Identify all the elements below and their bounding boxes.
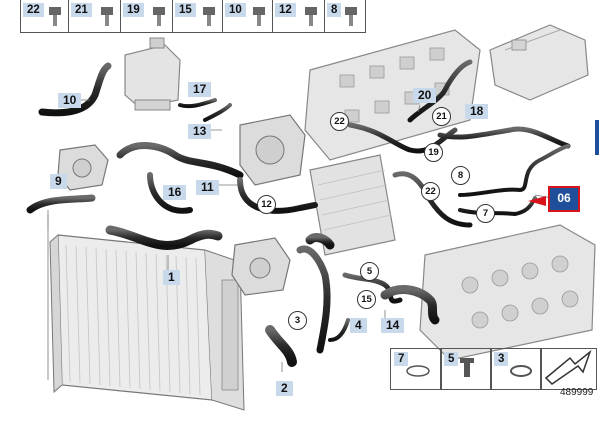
- callout-tag[interactable]: 17: [188, 82, 212, 97]
- callout-tag[interactable]: 16: [163, 185, 187, 200]
- callout-tag[interactable]: 9: [50, 174, 67, 189]
- top-legend-item[interactable]: 15: [172, 0, 224, 33]
- hose-clip-icon: [101, 7, 113, 26]
- spring-clamp-icon: [203, 7, 215, 26]
- thermostat-housing: [231, 237, 291, 296]
- callout-tag[interactable]: 11: [196, 180, 219, 195]
- highlight-tag[interactable]: 06: [548, 186, 580, 212]
- callout-tag[interactable]: 10: [58, 93, 82, 108]
- top-legend-label: 12: [275, 3, 296, 17]
- cable-holder-icon: [305, 7, 317, 26]
- callout-tag[interactable]: 13: [188, 124, 212, 139]
- circle-callout[interactable]: 5: [360, 262, 379, 281]
- top-legend-item[interactable]: 21: [68, 0, 122, 33]
- bottom-legend-label: 7: [394, 352, 409, 366]
- document-number: 489999: [560, 387, 594, 398]
- top-legend-item[interactable]: 22: [20, 0, 70, 33]
- clamp-icon: [406, 365, 430, 377]
- circle-callout[interactable]: 8: [451, 166, 470, 185]
- top-legend-label: 15: [175, 3, 196, 17]
- circle-callout[interactable]: 19: [424, 143, 443, 162]
- hex-bolt-icon: [253, 7, 265, 26]
- top-legend-item[interactable]: 19: [120, 0, 174, 33]
- callout-tag[interactable]: 4: [350, 318, 367, 333]
- circle-callout[interactable]: 3: [288, 311, 307, 330]
- circle-callout[interactable]: 15: [357, 290, 376, 309]
- screw-icon: [345, 7, 357, 26]
- bolt-icon: [464, 361, 470, 377]
- bottom-legend-label: 5: [444, 352, 459, 366]
- top-legend-item[interactable]: 12: [272, 0, 326, 33]
- circle-callout[interactable]: 21: [432, 107, 451, 126]
- circle-callout[interactable]: 22: [421, 182, 440, 201]
- circle-callout[interactable]: 22: [330, 112, 349, 131]
- expansion-tank: [124, 37, 181, 111]
- top-legend-label: 19: [123, 3, 144, 17]
- callout-tag[interactable]: 18: [465, 104, 489, 119]
- bottom-legend-label: 3: [494, 352, 509, 366]
- coolant-pump: [239, 114, 306, 186]
- callout-tag[interactable]: 1: [163, 270, 180, 285]
- arrow-icon: [544, 349, 592, 385]
- bottom-legend-item[interactable]: [540, 348, 597, 390]
- callout-tag[interactable]: 14: [381, 318, 405, 333]
- legend-icons: [406, 349, 592, 385]
- bottom-legend-item[interactable]: 3: [490, 348, 542, 390]
- hoses: [26, 59, 571, 367]
- top-legend-label: 21: [71, 3, 92, 17]
- engine-block: [419, 224, 596, 361]
- circle-callout[interactable]: 12: [257, 195, 276, 214]
- radiator: [49, 234, 245, 411]
- edge-marker: [595, 120, 599, 155]
- auxiliary-pump: [57, 144, 109, 191]
- holder-bracket-icon: [153, 7, 165, 26]
- intercooler: [309, 154, 396, 256]
- callout-tag[interactable]: 20: [413, 88, 437, 103]
- circle-callout[interactable]: 7: [476, 204, 495, 223]
- spring-clamp-icon: [510, 365, 532, 377]
- coolant-reservoir: [489, 24, 589, 101]
- highlight-arrow-icon: [528, 196, 546, 206]
- bottom-legend-item[interactable]: 5: [440, 348, 492, 390]
- callout-tag[interactable]: 2: [276, 381, 293, 396]
- hose-connector-icon: [49, 7, 61, 26]
- top-legend-item[interactable]: 8: [324, 0, 366, 33]
- bottom-legend-item[interactable]: 7: [390, 348, 442, 390]
- top-legend-label: 22: [23, 3, 44, 17]
- top-legend-label: 8: [327, 3, 342, 17]
- top-legend-label: 10: [225, 3, 246, 17]
- top-legend-item[interactable]: 10: [222, 0, 274, 33]
